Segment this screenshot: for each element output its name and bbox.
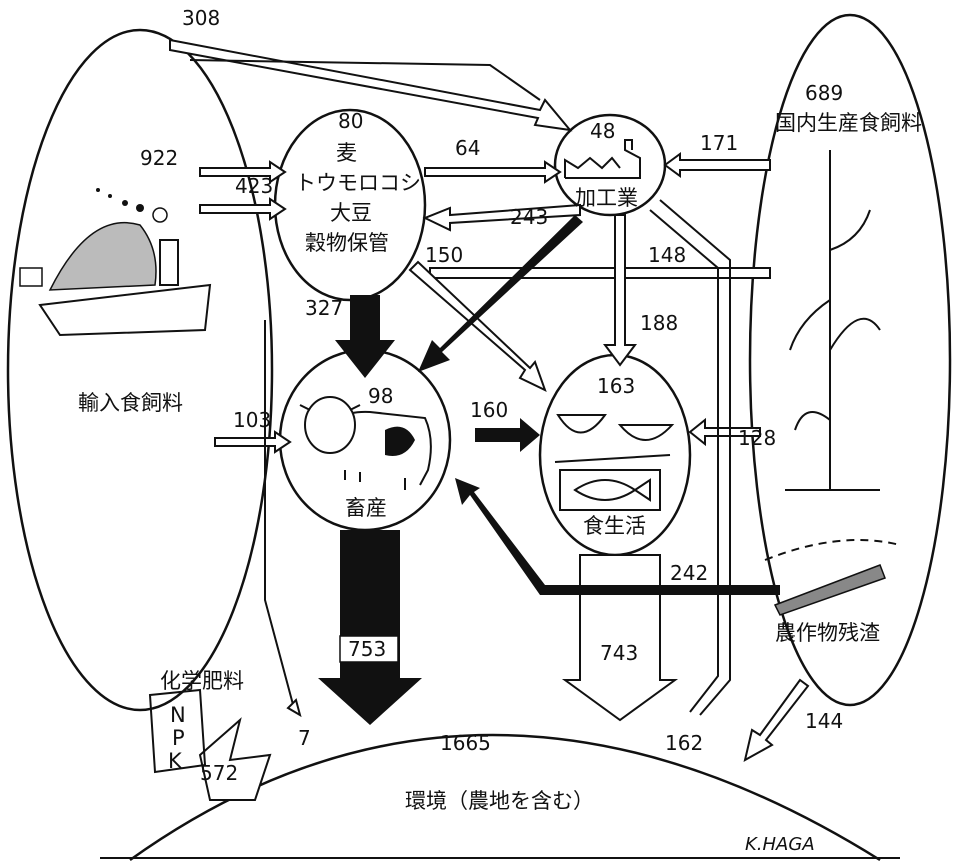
flow-label-188: 188: [640, 311, 678, 335]
storage-line-2: トウモロコシ: [295, 171, 421, 195]
fertilizer-mark-n: N: [170, 703, 186, 727]
flow-label-243: 243: [510, 205, 548, 229]
arrow-imports-environment: [265, 320, 295, 712]
environment-label: 環境（農地を含む）: [405, 789, 594, 813]
fertilizer-mark-k: K: [168, 749, 183, 773]
arrow-residue-environment: [745, 680, 808, 760]
arrow-livestock-environment: [318, 530, 422, 725]
flow-label-128: 128: [738, 426, 776, 450]
livestock-value: 98: [368, 384, 393, 408]
domestic-label: 国内生産食飼料: [775, 111, 922, 135]
signature: K.HAGA: [745, 834, 815, 855]
flow-label-423: 423: [235, 174, 273, 198]
ship-icon: [20, 188, 210, 335]
arrow-domestic-processing: [665, 154, 770, 176]
flow-label-171: 171: [700, 131, 738, 155]
arrow-processing-storage: [425, 205, 580, 230]
flow-label-572: 572: [200, 761, 238, 785]
livestock-label: 畜産: [345, 496, 387, 520]
arrow-livestock-diet: [475, 418, 540, 452]
environment-value: 1665: [440, 731, 491, 755]
imports-label: 輸入食飼料: [78, 391, 183, 415]
flow-label-7: 7: [298, 726, 311, 750]
storage-line-1: 麦: [336, 141, 357, 165]
processing-label: 加工業: [575, 186, 638, 210]
arrow-fertilizer-environment: [200, 720, 270, 800]
flow-label-242: 242: [670, 561, 708, 585]
flow-label-150: 150: [425, 243, 463, 267]
arrow-processing-diet: [605, 215, 635, 365]
meal-icon: [555, 415, 672, 510]
arrow-imports-livestock: [215, 432, 290, 452]
diet-value: 163: [597, 374, 635, 398]
flow-label-64: 64: [455, 136, 480, 160]
flow-label-162: 162: [665, 731, 703, 755]
fertilizer-label: 化学肥料: [160, 669, 244, 693]
arrow-head-7: [288, 700, 300, 715]
flow-label-327: 327: [305, 296, 343, 320]
arrow-storage-livestock: [335, 295, 395, 378]
imports-value: 922: [140, 146, 178, 170]
storage-line-3: 大豆: [330, 201, 372, 225]
domestic-value: 689: [805, 81, 843, 105]
plant-icon: [765, 150, 900, 615]
processing-value: 48: [590, 119, 615, 143]
arrow-imports-storage-2: [200, 199, 285, 219]
storage-value: 80: [338, 109, 363, 133]
flow-label-753: 753: [348, 637, 386, 661]
arrow-imports-processing: [170, 40, 570, 130]
residue-label: 農作物残渣: [775, 621, 880, 645]
storage-label: 穀物保管: [305, 231, 389, 255]
flow-label-148: 148: [648, 243, 686, 267]
factory-icon: [565, 140, 640, 178]
arrow-diet-environment: [565, 555, 675, 720]
diet-label: 食生活: [583, 514, 646, 538]
fertilizer-mark-p: P: [172, 726, 185, 750]
cow-icon: [300, 397, 431, 490]
flow-label-743: 743: [600, 641, 638, 665]
flow-label-308: 308: [182, 6, 220, 30]
flow-label-103: 103: [233, 408, 271, 432]
flow-label-144: 144: [805, 709, 843, 733]
arrow-storage-diet: [410, 262, 545, 390]
flow-label-160: 160: [470, 398, 508, 422]
imports-ellipse: [8, 30, 272, 710]
arrow-storage-processing: [425, 162, 560, 182]
